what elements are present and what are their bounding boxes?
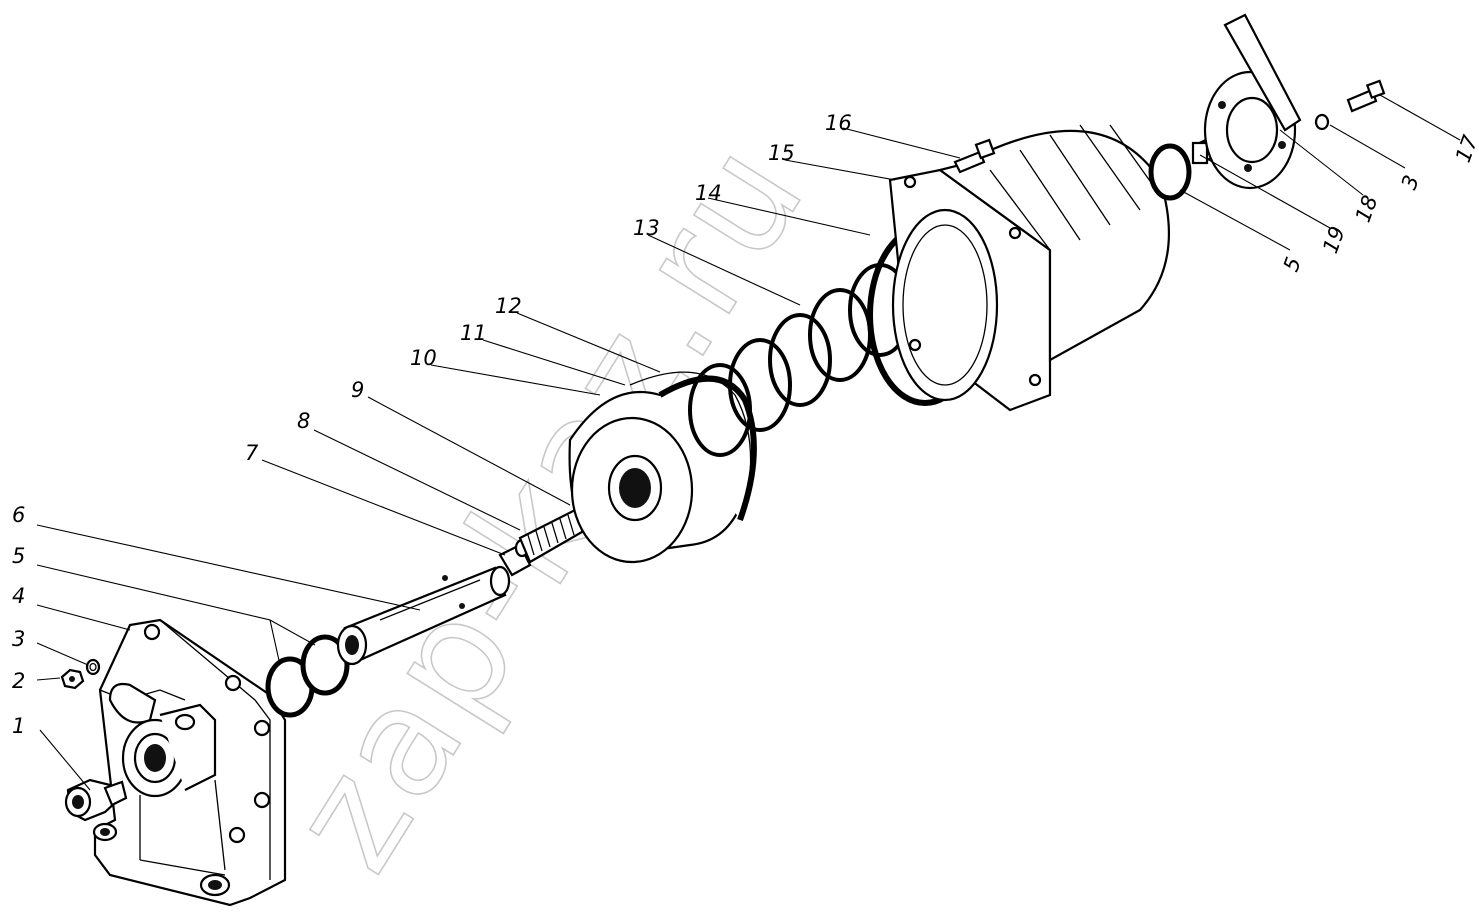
- callout-10: 10: [410, 346, 437, 370]
- hex-nut: [60, 668, 85, 690]
- callout-5: 5: [12, 544, 25, 568]
- watermark: zap-kaz.ru: [258, 112, 840, 899]
- callout-18: 18: [1351, 192, 1383, 225]
- union-fitting: [64, 778, 128, 822]
- cylinder-housing: [888, 124, 1170, 412]
- callout-6: 6: [12, 503, 25, 527]
- lock-washer-left: [85, 658, 101, 676]
- gasket-right: [1148, 143, 1192, 201]
- cover-plate-18: [1203, 13, 1302, 190]
- callout-3-right: 3: [1397, 172, 1424, 193]
- return-spring: [688, 263, 912, 457]
- callout-2: 2: [12, 669, 25, 693]
- mounting-bracket: [92, 618, 287, 907]
- callout-3: 3: [12, 627, 25, 651]
- gasket-pair-left: [265, 634, 350, 718]
- callout-12: 12: [495, 294, 522, 318]
- callout-5-right: 5: [1279, 254, 1306, 275]
- bolt-16: [953, 138, 996, 174]
- callout-1: 1: [12, 714, 25, 738]
- callout-13: 13: [633, 216, 660, 240]
- callout-7: 7: [245, 441, 259, 465]
- callout-8: 8: [297, 409, 310, 433]
- lock-washer-right: [1314, 113, 1330, 131]
- callout-19: 19: [1318, 223, 1350, 256]
- piston: [568, 371, 757, 564]
- piston-sleeve: [336, 565, 511, 666]
- callout-16: 16: [825, 111, 852, 135]
- callout-14: 14: [695, 181, 722, 205]
- bolt-17: [1346, 79, 1386, 113]
- callout-11: 11: [460, 321, 487, 345]
- leader-lines: [36, 94, 1461, 791]
- callout-4: 4: [12, 584, 25, 608]
- callout-9: 9: [351, 378, 364, 402]
- callout-15: 15: [768, 141, 795, 165]
